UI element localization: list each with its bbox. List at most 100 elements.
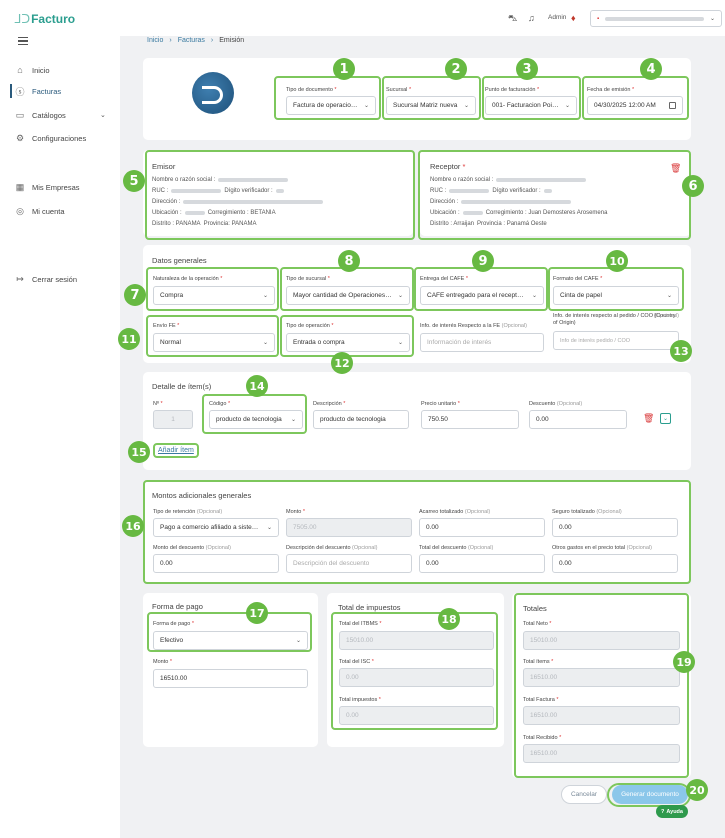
isc-input: 0.00 [339,668,494,687]
punto-select[interactable]: 001- Facturacion Point 1⌄ [485,96,577,115]
badge-20: 20 [686,779,708,801]
retencion-select[interactable]: Pago a comercio afiliado a sistema de TC… [153,518,279,537]
tipo-sucursal-label: Tipo de sucursal * [286,276,330,282]
entrega-select[interactable]: CAFE entregado para el receptor en papel… [420,286,544,305]
formato-select[interactable]: Cinta de papel⌄ [553,286,679,305]
chevron-down-icon: ⌄ [262,293,268,299]
company-select[interactable]: ▪⌄ [590,10,722,27]
badge-5: 5 [123,170,145,192]
acarreo-input[interactable]: 0.00 [419,518,545,537]
desc-label: Descripción * [313,401,346,407]
company-logo [192,72,234,114]
generate-document-button[interactable]: Generar documento [612,785,688,804]
emisor-ruc: RUC :Dígito verificador : [152,188,284,194]
tipo-doc-select[interactable]: Factura de operacion interna⌄ [286,96,376,115]
cart-icon[interactable]: ⛍ [508,13,518,23]
help-button[interactable]: ?Ayuda [656,805,688,818]
seguro-input[interactable]: 0.00 [552,518,678,537]
total-factura-input: 16510.00 [523,706,680,725]
avatar[interactable]: ♦ [571,13,576,23]
trash-icon[interactable]: 🗑 [670,163,682,173]
retencion-label: Tipo de retención (Opcional) [153,509,223,515]
app-logo[interactable]: ᒧᑐFacturo [14,12,76,26]
breadcrumb-inicio[interactable]: Inicio [147,37,164,44]
cancel-button[interactable]: Cancelar [561,785,607,804]
chevron-down-icon[interactable]: ⌄ [100,112,106,119]
receptor-razon: Nombre o razón social : [430,177,587,183]
otros-input[interactable]: 0.00 [552,554,678,573]
breadcrumb-facturas[interactable]: Facturas [177,37,205,44]
chevron-down-icon: ⌄ [564,103,570,109]
question-icon: ? [661,808,665,815]
badge-11: 11 [118,328,140,350]
user-icon: ◎ [16,205,24,216]
menu-icon[interactable] [18,37,28,47]
items-title: Detalle de ítem(s) [152,382,212,391]
tipo-op-select[interactable]: Entrada o compra⌄ [286,333,410,352]
descuento-label: Descuento (Opcional) [529,401,583,407]
total-desc-input[interactable]: 0.00 [419,554,545,573]
receptor-ruc: RUC :Dígito verificador : [430,188,552,194]
sidebar-item-inicio[interactable]: ⌂Inicio [14,63,49,77]
receptor-direccion: Dirección : [430,199,572,205]
monto-label: Monto * [286,509,305,515]
sidebar-item-mis-empresas[interactable]: ▦Mis Empresas [15,181,80,192]
tipo-doc-label: Tipo de documento * [286,87,337,93]
sucursal-select[interactable]: Sucursal Matriz nueva⌄ [386,96,476,115]
total-desc-label: Total del descuento (Opcional) [419,545,494,551]
n-label: Nº * [153,401,163,407]
dollar-icon: ⓢ [15,86,25,97]
codigo-select[interactable]: producto de tecnologia⌄ [209,410,303,429]
pago-monto-label: Monto * [153,659,172,665]
sidebar-item-catalogos[interactable]: ▭Catálogos [15,109,66,120]
badge-16: 16 [122,515,144,537]
receptor-card [420,150,691,236]
info-coo-input[interactable]: Info de interés pedido / COO [553,331,679,350]
badge-17: 17 [246,602,268,624]
info-fe-input[interactable]: Información de interés [420,333,544,352]
desc-input[interactable]: producto de tecnologia [313,410,409,429]
add-item-link[interactable]: Añadir ítem [158,447,194,454]
chevron-down-icon: ⌄ [262,340,268,346]
envio-label: Envío FE * [153,323,180,329]
badge-2: 2 [445,58,467,80]
isc-label: Total del ISC * [339,659,374,665]
sidebar-item-configuraciones[interactable]: ⚙Configuraciones [15,132,87,143]
tipo-sucursal-select[interactable]: Mayor cantidad de Operaciones venta al d… [286,286,410,305]
pago-monto-input[interactable]: 16510.00 [153,669,308,688]
sidebar-item-mi-cuenta[interactable]: ◎Mi cuenta [14,204,64,218]
emisor-title: Emisor [152,162,176,171]
chevron-down-icon: ⌄ [397,340,403,346]
descuento-input[interactable]: 0.00 [529,410,627,429]
badge-7: 7 [124,284,146,306]
envio-select[interactable]: Normal⌄ [153,333,275,352]
precio-input[interactable]: 750.50 [421,410,519,429]
total-items-input: 16510.00 [523,668,680,687]
bell-icon[interactable]: ♫ [528,13,535,23]
monto-desc-label: Monto del descuento (Opcional) [153,545,231,551]
desc-desc-input[interactable]: Descripción del descuento [286,554,412,573]
fecha-input[interactable]: 04/30/2025 12:00 AM [587,96,683,115]
emisor-direccion: Dirección : [152,199,324,205]
folder-icon: ▭ [15,109,25,120]
datos-title: Datos generales [152,256,207,265]
user-name[interactable]: Admin [548,14,567,21]
chevron-right-icon: › [210,37,214,44]
monto-desc-input[interactable]: 0.00 [153,554,279,573]
imp-input: 0.00 [339,706,494,725]
chevron-down-icon: ⌄ [709,16,715,22]
neto-input: 15010.00 [523,631,680,650]
trash-icon[interactable]: 🗑 [643,413,655,423]
expand-row-icon[interactable]: ⌄ [660,413,671,424]
acarreo-label: Acarreo totalizado (Opcional) [419,509,491,515]
forma-pago-select[interactable]: Efectivo⌄ [153,631,308,650]
building-icon: ▦ [15,181,25,192]
naturaleza-select[interactable]: Compra⌄ [153,286,275,305]
sidebar-item-cerrar-sesion[interactable]: ↦Cerrar sesión [14,272,77,286]
badge-6: 6 [682,175,704,197]
montos-title: Montos adicionales generales [152,491,252,500]
emisor-razon: Nombre o razón social : [152,177,289,183]
